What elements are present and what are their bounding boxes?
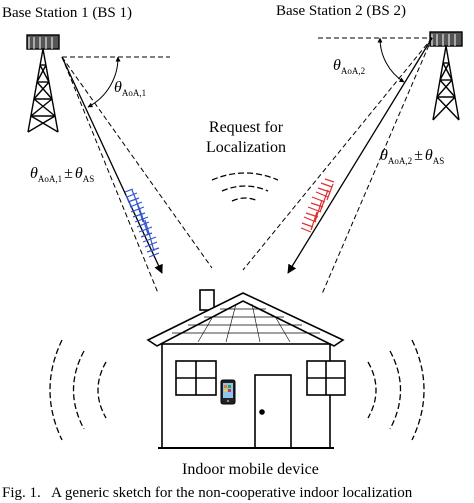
figure-caption: Fig. 1. A generic sketch for the non-coo… [2,485,413,501]
antenna-tower-icon-bs1 [26,34,60,133]
request-label-line2: Localization [206,139,286,156]
request-label: Request for Localization [188,118,304,158]
bs1-beam-label: θAoA,1±θAS [30,165,95,184]
bs1-beam-lower [61,56,159,294]
bs1-angle-arc [87,56,121,108]
device-label: Indoor mobile device [182,461,319,478]
bs1-signal-icon [124,188,160,258]
bs1-aoa-label: θAoA,1 [114,79,147,98]
bs1-title: Base Station 1 (BS 1) [2,5,132,21]
request-signal-wave-icon [211,172,279,202]
right-signal-wave-icon [367,339,425,441]
bs1-beam-upper [61,56,213,269]
mobile-phone-icon [220,379,236,405]
bs2-beam-lower [321,37,433,295]
bs2-angle-arc [377,37,405,83]
left-signal-wave-icon [49,339,107,441]
bs2-aoa-label: θAoA,2 [333,57,366,76]
bs2-title: Base Station 2 (BS 2) [276,3,406,19]
house-icon [146,289,346,449]
bs2-beam-label: θAoA,2±θAS [380,147,445,166]
request-label-line1: Request for [208,119,284,136]
bs2-signal-icon [300,178,335,233]
antenna-tower-icon-bs2 [429,31,463,121]
bs2-aoa-arrow [287,37,433,274]
bs1-aoa-arrow [61,56,163,274]
